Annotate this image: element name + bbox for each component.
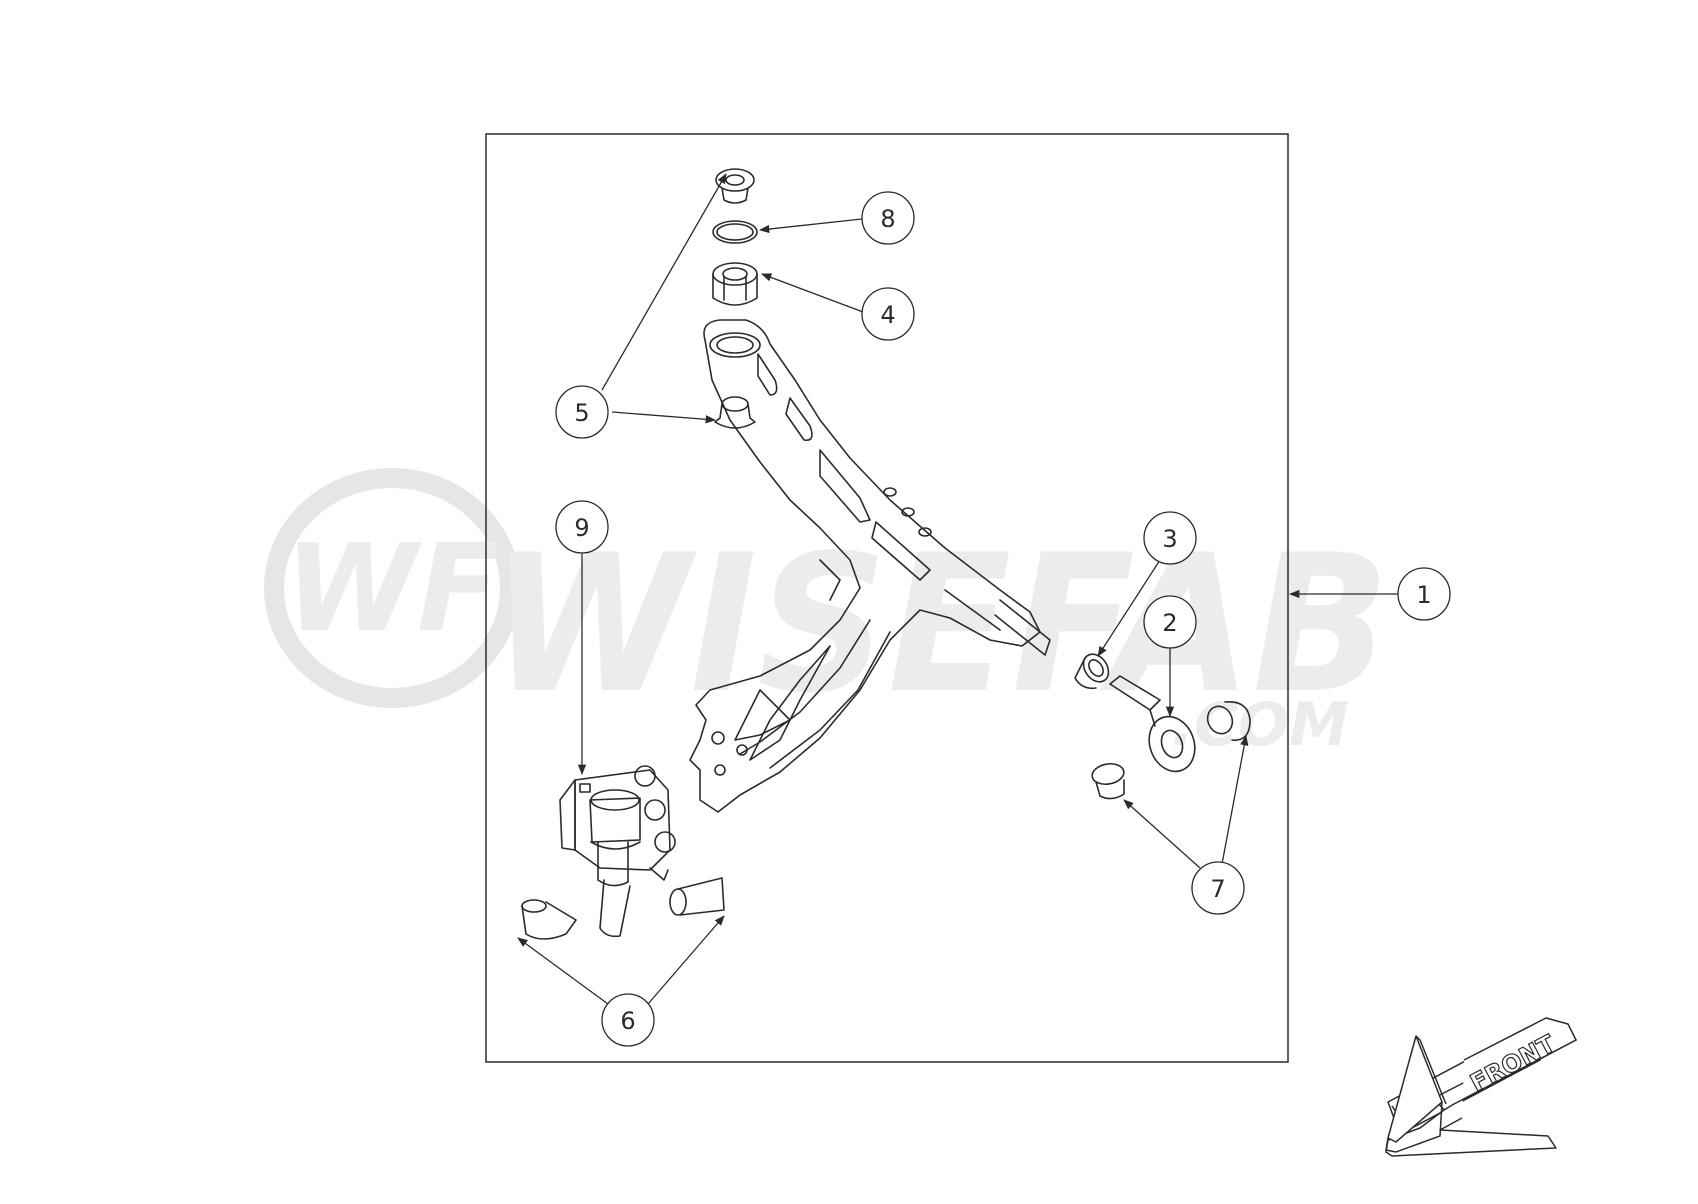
lower-control-arm (689, 319, 1051, 813)
drawing-frame (485, 133, 1289, 1063)
balloon-7-label: 7 (1210, 875, 1225, 903)
tapered-spacer-right (669, 877, 725, 916)
leader-3 (1097, 559, 1161, 657)
balloon-5: 5 (555, 385, 609, 439)
front-direction-arrow: FRONT (1385, 1017, 1578, 1157)
watermark-domain: .COM (1171, 690, 1349, 760)
balloon-2: 2 (1143, 595, 1197, 649)
leader-6b (647, 915, 725, 1005)
upright-bracket-assembly (559, 765, 676, 938)
balloon-9-label: 9 (574, 514, 589, 542)
leader-6a (517, 937, 609, 1005)
balloon-6-label: 6 (620, 1007, 635, 1035)
snap-ring (712, 220, 758, 244)
rod-end-bushing-left (1091, 762, 1125, 800)
watermark-emblem: WF (285, 520, 499, 659)
tapered-spacer-left (521, 899, 577, 940)
balloon-4: 4 (861, 287, 915, 341)
wisefab-watermark: WF WISEFAB .COM (264, 468, 1390, 760)
balloon-1-label: 1 (1416, 581, 1431, 609)
balloon-1: 1 (1397, 567, 1451, 621)
leader-lines (517, 173, 1398, 1005)
part-balloons: 1 2 3 4 5 6 7 8 9 (555, 191, 1451, 1047)
spacer (1074, 653, 1110, 690)
leader-8 (758, 218, 863, 234)
spherical-bearing (712, 262, 758, 306)
leader-5a (601, 173, 727, 391)
balloon-4-label: 4 (880, 301, 895, 329)
top-flanged-bushing (715, 168, 755, 204)
balloon-8-label: 8 (880, 205, 895, 233)
balloon-9: 9 (555, 500, 609, 554)
balloon-8: 8 (861, 191, 915, 245)
leader-7a (1123, 799, 1201, 869)
balloon-6: 6 (601, 993, 655, 1047)
watermark-brand: WISEFAB (490, 514, 1390, 735)
balloon-3-label: 3 (1162, 525, 1177, 553)
leader-7b (1221, 734, 1249, 865)
leader-4 (761, 273, 864, 313)
balloon-5-label: 5 (574, 399, 589, 427)
balloon-7: 7 (1191, 861, 1245, 915)
rod-end (1109, 675, 1196, 773)
balloon-3: 3 (1143, 511, 1197, 565)
leader-5b (611, 411, 717, 424)
balloon-2-label: 2 (1162, 609, 1177, 637)
